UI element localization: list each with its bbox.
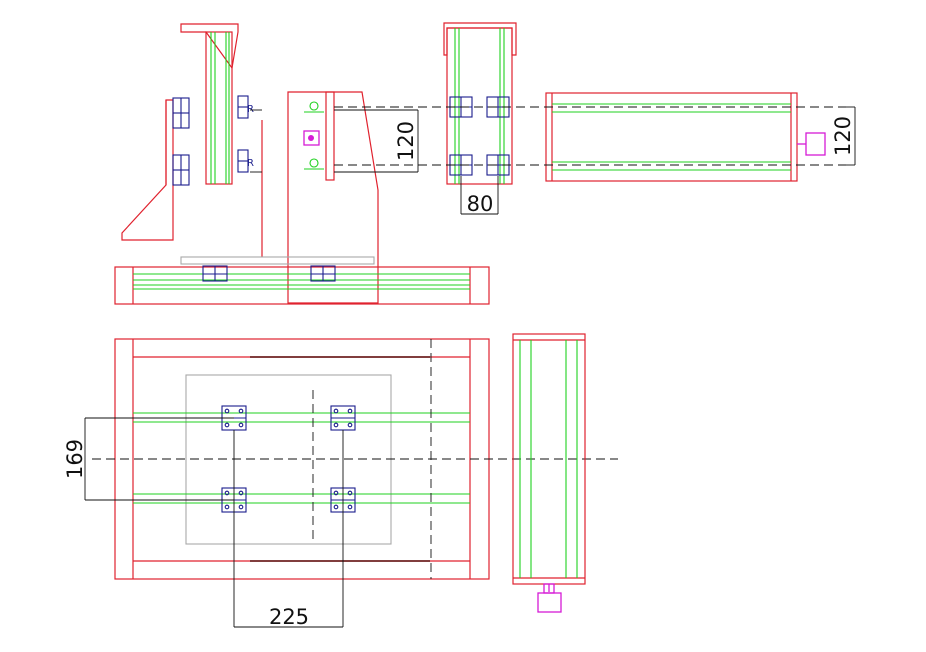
upper-vertical-bracket: R R bbox=[180, 23, 254, 185]
side-elevation-view: R R bbox=[114, 23, 490, 305]
dim-label-end: 80 bbox=[467, 192, 494, 216]
dimension-plan-vertical: 169 bbox=[63, 417, 234, 501]
carriage-plate bbox=[180, 256, 375, 265]
svg-text:R: R bbox=[247, 104, 254, 115]
dimension-end-vertical: 120 bbox=[334, 106, 856, 166]
dimension-end-width: 80 bbox=[460, 176, 499, 216]
motor-icon bbox=[805, 132, 826, 156]
motor-icon bbox=[537, 592, 562, 613]
dimension-plan-horizontal: 225 bbox=[233, 430, 344, 629]
left-angle-bracket bbox=[121, 97, 190, 241]
motor-icon bbox=[303, 130, 320, 146]
dim-label-end-vertical: 120 bbox=[831, 116, 855, 156]
svg-text:R: R bbox=[247, 158, 254, 169]
end-view: 80 bbox=[443, 22, 517, 216]
dimension-side-vertical: 120 bbox=[334, 109, 419, 173]
base-rail bbox=[114, 265, 490, 305]
side-rail-view bbox=[512, 333, 586, 613]
top-right-rail-view: 120 bbox=[334, 92, 856, 182]
dim-label-plan-horizontal: 225 bbox=[269, 605, 309, 629]
plan-view: 169 225 bbox=[63, 338, 618, 629]
center-column bbox=[250, 91, 379, 304]
dim-label-side: 120 bbox=[394, 121, 418, 161]
work-table bbox=[185, 374, 392, 545]
dim-label-plan-vertical: 169 bbox=[63, 439, 87, 479]
